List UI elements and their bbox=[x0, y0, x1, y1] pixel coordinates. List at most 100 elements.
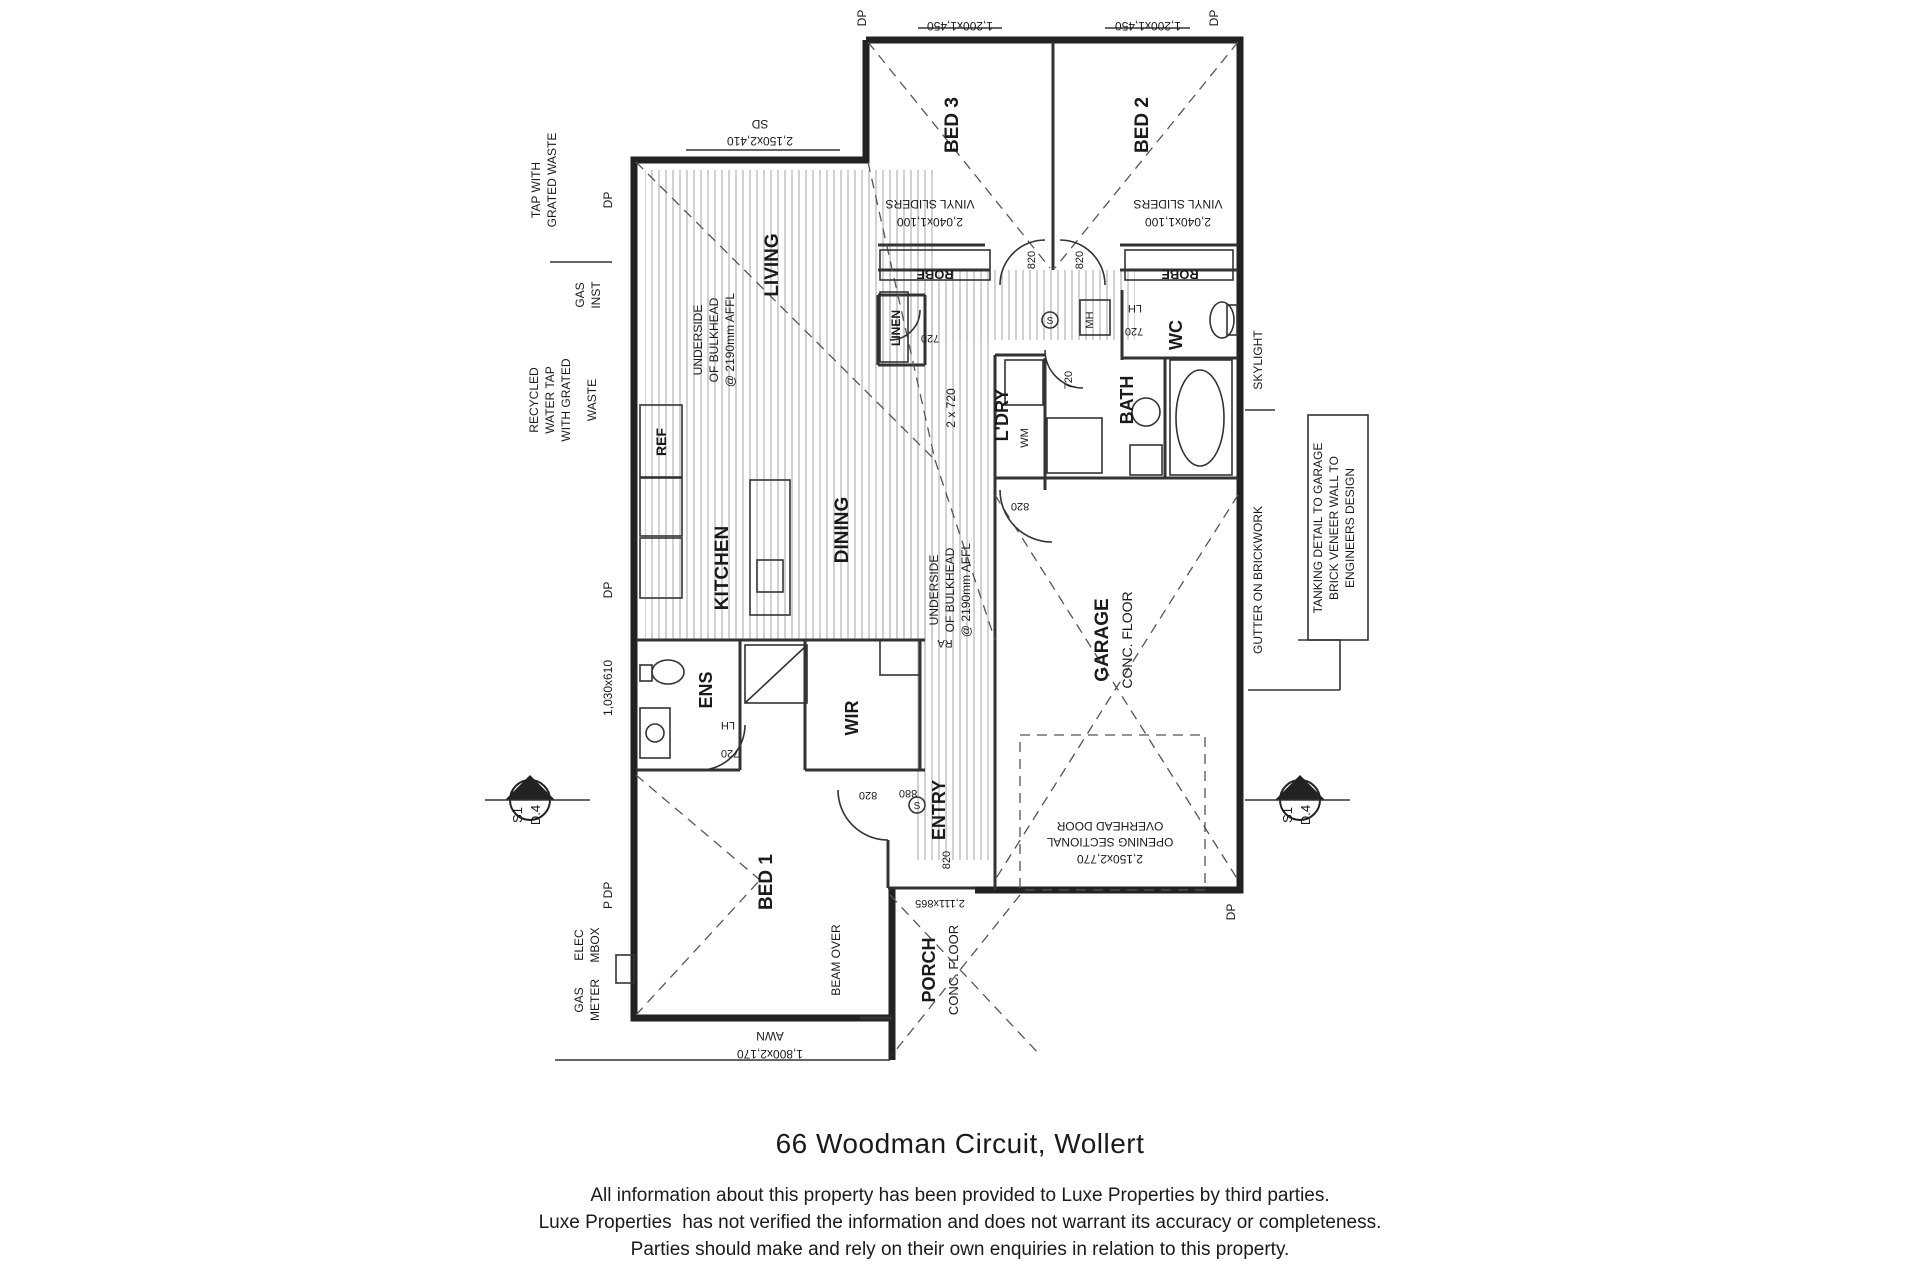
downpipe-label: DP bbox=[1207, 10, 1221, 27]
smoke-detector-icon bbox=[1041, 311, 1059, 329]
room-label-kitchen: KITCHEN bbox=[712, 526, 733, 610]
room-label-bed1: BED 1 bbox=[756, 854, 777, 910]
room-label-ens: ENS bbox=[696, 671, 716, 708]
window-dim-living: 2,150x2,410 bbox=[727, 134, 793, 148]
door-dim-wc: 720 bbox=[1125, 325, 1143, 337]
downpipe-label: DP bbox=[855, 10, 869, 27]
timber-floor-corridor bbox=[915, 640, 995, 860]
ceiling-hip-lines bbox=[635, 41, 1239, 1056]
room-label-robe-right: ROBE bbox=[1161, 267, 1199, 282]
label-ra: RA bbox=[937, 637, 953, 649]
recycled-tap-line4: WASTE bbox=[585, 379, 599, 421]
room-label-entry: ENTRY bbox=[929, 780, 949, 840]
tanking-note-box bbox=[1307, 414, 1369, 641]
room-label-linen: LINEN bbox=[889, 310, 903, 346]
downpipe-label: DP bbox=[601, 192, 615, 209]
disclaimer-line: Luxe Properties has not verified the inf… bbox=[538, 1212, 1382, 1233]
label-beam-over: BEAM OVER bbox=[829, 924, 843, 996]
garage-door-line2: OVERHEAD DOOR bbox=[1056, 819, 1163, 833]
dimension-lines bbox=[550, 27, 1341, 1061]
label-mh: MH bbox=[1084, 311, 1096, 328]
elec-line1: ELEC bbox=[572, 929, 586, 961]
room-label-garage: GARAGE bbox=[1092, 598, 1113, 681]
section-marker-right bbox=[1245, 775, 1350, 821]
gas-inst-line1: GAS bbox=[573, 282, 587, 307]
fixtures bbox=[615, 249, 1238, 984]
garage-door-size: 2,150x2,770 bbox=[1077, 852, 1143, 866]
vinyl-sliders-bed3: VINYL SLIDERS bbox=[886, 197, 975, 211]
bulkhead-living-line2: OF BULKHEAD bbox=[707, 297, 721, 382]
bulkhead-entry-line3: @ 2190mm AFFL bbox=[959, 543, 973, 638]
smoke-detector-icon bbox=[908, 796, 926, 814]
recycled-tap-line3: WITH GRATED bbox=[559, 358, 573, 441]
elec-line2: MBOX bbox=[588, 927, 602, 962]
tanking-line3: ENGINEERS DESIGN bbox=[1343, 468, 1357, 588]
door-dim-bed3: 820 bbox=[1026, 251, 1038, 269]
disclaimer-line: All information about this property has … bbox=[590, 1185, 1330, 1206]
downpipe-label: DP bbox=[601, 582, 615, 599]
gas-meter-line1: GAS bbox=[572, 987, 586, 1012]
section-right-s1: S1 bbox=[1280, 807, 1295, 823]
room-label-dining: DINING bbox=[832, 497, 853, 564]
section-left-s1: S1 bbox=[510, 807, 525, 823]
window-dim-bed3: 1,200x1,450 bbox=[927, 19, 993, 33]
door-dim-bath: 720 bbox=[1063, 371, 1075, 389]
bulkhead-living-line1: UNDERSIDE bbox=[691, 305, 705, 376]
disclaimer: All information about this property has … bbox=[0, 1182, 1920, 1263]
door-swings bbox=[699, 239, 1106, 841]
entry-door-dim: 2,111x865 bbox=[915, 897, 965, 909]
window-dim-bed2-robe: 2,040x1,100 bbox=[1145, 215, 1211, 229]
downpipe-label: DP bbox=[1224, 904, 1238, 921]
timber-floor-hall bbox=[880, 290, 990, 640]
window-dim-bed2: 1,200x1,450 bbox=[1115, 19, 1181, 33]
timber-floor-hallway-top bbox=[890, 270, 1135, 340]
room-label-robe-left: ROBE bbox=[916, 267, 954, 282]
recycled-tap-line2: WATER TAP bbox=[543, 366, 557, 434]
door-dim-linen: 720 bbox=[921, 332, 939, 344]
section-left-d4: D.4 bbox=[528, 805, 543, 825]
room-label-laundry: L'DRY bbox=[992, 389, 1012, 442]
room-label-living: LIVING bbox=[762, 233, 783, 296]
door-dim-garage: 820 bbox=[1011, 500, 1029, 512]
label-p: P bbox=[601, 901, 615, 909]
window-dim-bed1: 1,800x2,170 bbox=[737, 1047, 803, 1061]
label-porch-floor: CONC. FLOOR bbox=[946, 925, 961, 1015]
garage-door-line1: OPENING SECTIONAL bbox=[1046, 835, 1173, 849]
section-marker-left bbox=[485, 775, 590, 821]
bulkhead-entry-line1: UNDERSIDE bbox=[927, 555, 941, 626]
label-garage-floor: CONC. FLOOR bbox=[1119, 591, 1135, 688]
room-label-bed2: BED 2 bbox=[1132, 97, 1153, 153]
room-label-wir: WIR bbox=[842, 701, 862, 736]
room-label-bath: BATH bbox=[1117, 376, 1137, 425]
label-gutter: GUTTER ON BRICKWORK bbox=[1251, 506, 1265, 654]
door-dim-bed2: 820 bbox=[1074, 251, 1086, 269]
label-lh-top: LH bbox=[1128, 302, 1142, 314]
door-dim-wir: 880 bbox=[899, 787, 917, 799]
door-dim-laundry: 2 x 720 bbox=[944, 388, 958, 428]
section-right-d4: D.4 bbox=[1298, 805, 1313, 825]
door-dim-ens: 720 bbox=[721, 747, 739, 759]
gas-meter-line2: METER bbox=[588, 979, 602, 1021]
room-label-ref: REF bbox=[653, 428, 669, 456]
tanking-line2: BRICK VENEER WALL TO bbox=[1327, 456, 1341, 600]
smoke-detector-label: S bbox=[1047, 316, 1054, 327]
door-dim-bed1: 820 bbox=[859, 789, 877, 801]
floor-plan: BED 3 BED 2 LIVING DINING KITCHEN REF LI… bbox=[485, 10, 1369, 1061]
tap-line2: GRATED WASTE bbox=[545, 133, 559, 228]
vinyl-sliders-bed2: VINYL SLIDERS bbox=[1134, 197, 1223, 211]
bulkhead-living-line3: @ 2190mm AFFL bbox=[723, 293, 737, 388]
label-wm: WM bbox=[1019, 428, 1031, 448]
room-label-bed3: BED 3 bbox=[942, 97, 963, 153]
gas-inst-line2: INST bbox=[589, 281, 603, 309]
bulkhead-entry-line2: OF BULKHEAD bbox=[943, 547, 957, 632]
room-label-porch: PORCH bbox=[919, 937, 939, 1002]
label-sd: SD bbox=[751, 117, 768, 131]
tap-line1: TAP WITH bbox=[529, 162, 543, 218]
recycled-tap-line1: RECYCLED bbox=[527, 367, 541, 433]
property-address: 66 Woodman Circuit, Wollert bbox=[775, 1128, 1145, 1159]
label-lh-ens: LH bbox=[721, 719, 735, 731]
room-label-wc: WC bbox=[1166, 320, 1186, 350]
window-dim-ens: 1,030x610 bbox=[601, 660, 615, 716]
label-skylight: SKYLIGHT bbox=[1251, 330, 1265, 390]
smoke-detector-label: S bbox=[914, 801, 921, 812]
